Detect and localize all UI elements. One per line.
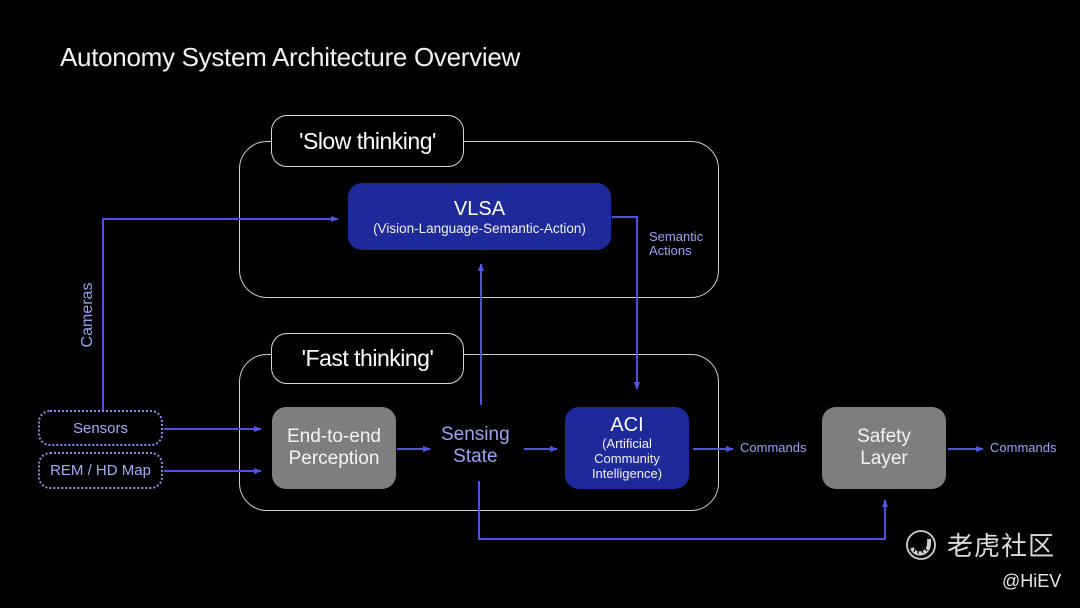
- sensing-state-line2: State: [453, 446, 498, 467]
- semantic-actions-label: Semantic Actions: [649, 230, 703, 258]
- watermark-handle: @HiEV: [1002, 571, 1062, 591]
- safety-commands-label: Commands: [990, 440, 1057, 455]
- vlsa-subtitle: (Vision-Language-Semantic-Action): [373, 221, 586, 236]
- perception-node[interactable]: End-to-end Perception: [272, 407, 396, 489]
- sensors-input[interactable]: Sensors: [38, 410, 163, 446]
- wire-sensing-to-safety: [478, 481, 888, 540]
- slow-thinking-tag: 'Slow thinking': [271, 115, 464, 167]
- perception-line2: Perception: [288, 448, 380, 469]
- aci-line1: (Artificial: [602, 436, 652, 451]
- aci-title: ACI: [610, 414, 644, 436]
- semantic-actions-line2: Actions: [649, 243, 692, 258]
- watermark-brand: 老虎社区: [947, 531, 1056, 561]
- hd-map-input[interactable]: REM / HD Map: [38, 452, 163, 489]
- aci-line3: Intelligence): [591, 466, 663, 481]
- wire-cameras-to-vlsa: [102, 216, 339, 410]
- tiger-logo-icon: [906, 529, 936, 560]
- aci-commands-label: Commands: [740, 440, 807, 455]
- aci-node[interactable]: ACI (Artificial Community Intelligence): [565, 407, 689, 489]
- wire-vlsa-to-aci: [612, 216, 640, 390]
- perception-line1: End-to-end: [286, 426, 381, 447]
- vlsa-title: VLSA: [453, 198, 506, 220]
- fast-thinking-tag: 'Fast thinking': [271, 333, 464, 384]
- safety-layer-node[interactable]: Safety Layer: [822, 407, 946, 489]
- safety-line2: Layer: [860, 448, 908, 469]
- sensing-state-node[interactable]: Sensing State: [441, 424, 510, 468]
- sensing-state-line1: Sensing: [441, 424, 510, 445]
- watermark: 老虎社区: [905, 526, 1055, 563]
- vlsa-node[interactable]: VLSA (Vision-Language-Semantic-Action): [348, 183, 611, 250]
- cameras-label: Cameras: [79, 282, 96, 348]
- semantic-actions-line1: Semantic: [649, 229, 704, 244]
- safety-line1: Safety: [857, 426, 911, 447]
- aci-line2: Community: [594, 451, 660, 466]
- page-title: Autonomy System Architecture Overview: [60, 42, 520, 72]
